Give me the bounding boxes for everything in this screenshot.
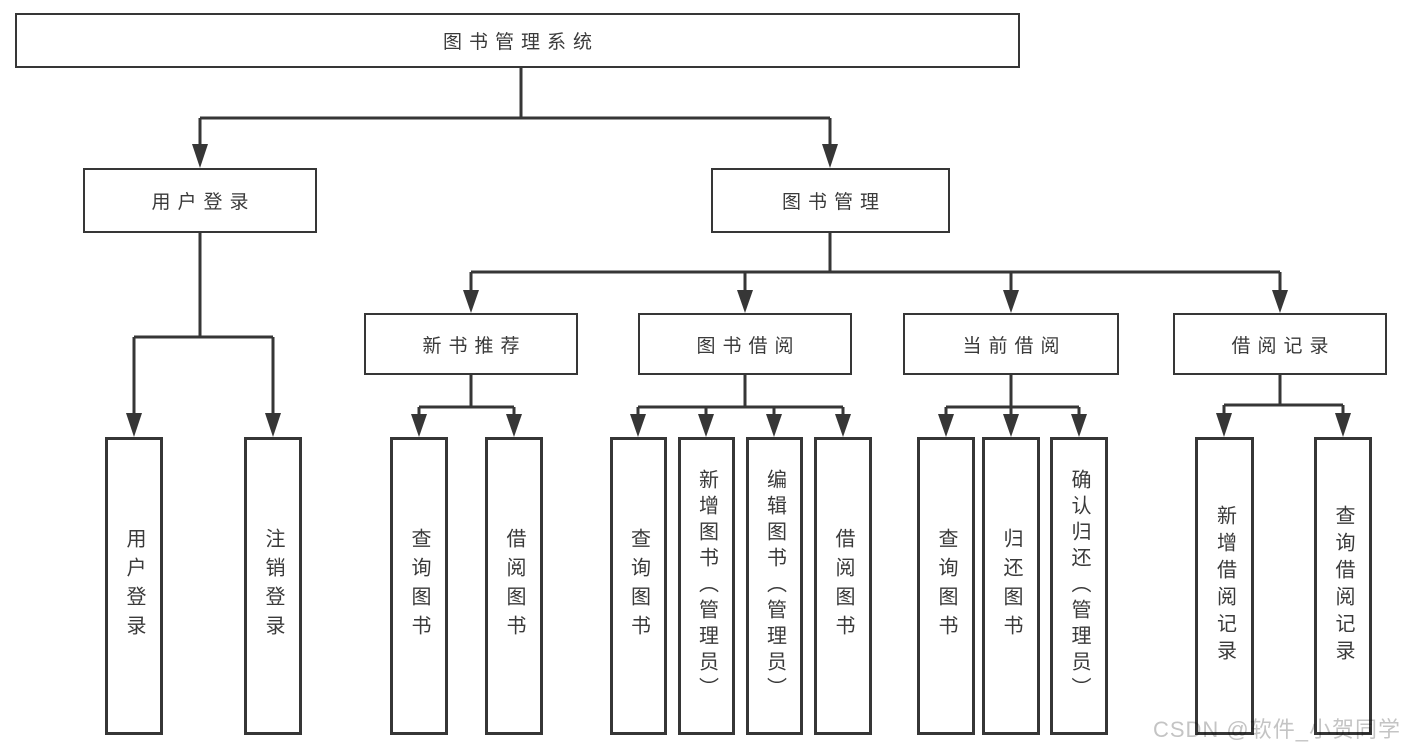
node-leaf-query-book-1: 查询图书 <box>390 437 448 735</box>
node-book-mgmt: 图书管理 <box>711 168 950 233</box>
leaf-label: 注销登录 <box>262 528 284 644</box>
leaf-label: 归还图书 <box>1000 528 1022 644</box>
node-leaf-add-borrow-record: 新增借阅记录 <box>1195 437 1254 735</box>
leaf-label: 编辑图书（管理员） <box>763 469 786 703</box>
leaf-label: 查询图书 <box>408 528 430 644</box>
leaf-label: 借阅图书 <box>832 528 854 644</box>
node-leaf-borrow-book-1: 借阅图书 <box>485 437 543 735</box>
leaf-label: 确认归还（管理员） <box>1068 469 1090 703</box>
node-leaf-logout: 注销登录 <box>244 437 302 735</box>
node-leaf-return-book: 归还图书 <box>982 437 1040 735</box>
node-root-label: 图书管理系统 <box>442 32 599 53</box>
node-leaf-confirm-return: 确认归还（管理员） <box>1050 437 1108 735</box>
node-user-login-label: 用户登录 <box>151 192 256 213</box>
leaf-label: 用户登录 <box>123 528 145 644</box>
node-current-borrow-label: 当前借阅 <box>962 335 1067 357</box>
leaf-label: 查询图书 <box>627 528 650 644</box>
node-leaf-borrow-book-2: 借阅图书 <box>814 437 872 735</box>
node-leaf-query-book-3: 查询图书 <box>917 437 975 735</box>
leaf-label: 新增借阅记录 <box>1213 505 1236 667</box>
leaf-label: 查询图书 <box>935 528 957 644</box>
node-current-borrow: 当前借阅 <box>903 313 1119 375</box>
node-leaf-user-login: 用户登录 <box>105 437 163 735</box>
node-borrow-records: 借阅记录 <box>1173 313 1387 375</box>
leaf-label: 查询借阅记录 <box>1332 505 1354 667</box>
node-book-borrow: 图书借阅 <box>638 313 852 375</box>
node-leaf-edit-book: 编辑图书（管理员） <box>746 437 803 735</box>
node-user-login: 用户登录 <box>83 168 317 233</box>
leaf-label: 借阅图书 <box>503 528 525 644</box>
node-borrow-records-label: 借阅记录 <box>1231 335 1336 357</box>
node-leaf-query-borrow-record: 查询借阅记录 <box>1314 437 1372 735</box>
node-book-borrow-label: 图书借阅 <box>696 335 801 357</box>
leaf-label: 新增图书（管理员） <box>695 469 718 703</box>
csdn-watermark: CSDN @软件_小贺同学 <box>1152 717 1401 742</box>
node-leaf-add-book: 新增图书（管理员） <box>678 437 735 735</box>
connector-strokes <box>132 68 1345 416</box>
node-new-book-rec-label: 新书推荐 <box>422 335 527 357</box>
node-new-book-rec: 新书推荐 <box>364 313 578 375</box>
node-root: 图书管理系统 <box>15 13 1020 68</box>
node-leaf-query-book-2: 查询图书 <box>610 437 667 735</box>
connector-arrowheads <box>126 144 1351 437</box>
node-book-mgmt-label: 图书管理 <box>781 192 886 213</box>
